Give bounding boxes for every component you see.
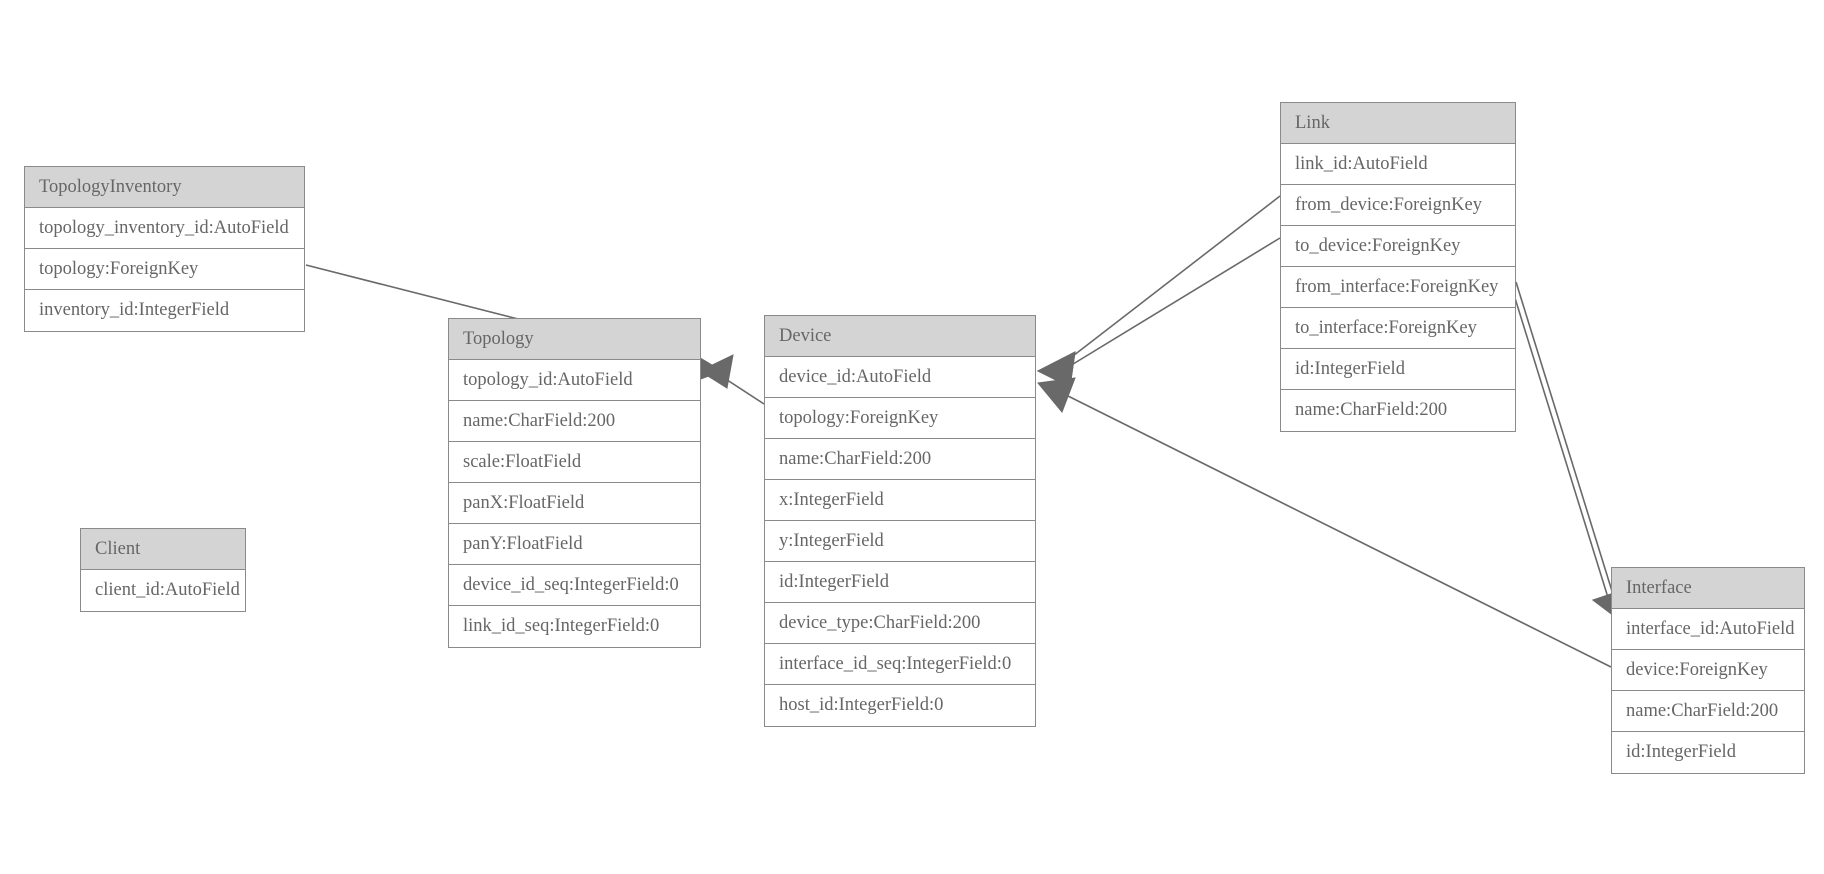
arrowhead-icon [698, 354, 734, 389]
entity-field[interactable]: device_id_seq:IntegerField:0 [449, 565, 700, 606]
entity-field[interactable]: to_interface:ForeignKey [1281, 308, 1515, 349]
entity-field[interactable]: topology_id:AutoField [449, 360, 700, 401]
entity-field[interactable]: interface_id_seq:IntegerField:0 [765, 644, 1035, 685]
relationship-device-topology [698, 354, 765, 405]
entity-field[interactable]: interface_id:AutoField [1612, 609, 1804, 650]
entity-field[interactable]: link_id:AutoField [1281, 144, 1515, 185]
arrowhead-icon [1037, 377, 1076, 413]
entity-title-topology-inventory: TopologyInventory [25, 167, 304, 208]
entity-field[interactable]: topology:ForeignKey [765, 398, 1035, 439]
relationship-link-from-interface [1515, 281, 1627, 623]
entity-field[interactable]: from_interface:ForeignKey [1281, 267, 1515, 308]
entity-field[interactable]: to_device:ForeignKey [1281, 226, 1515, 267]
entity-title-interface: Interface [1612, 568, 1804, 609]
entity-field[interactable]: link_id_seq:IntegerField:0 [449, 606, 700, 647]
entity-field[interactable]: name:CharField:200 [1281, 390, 1515, 431]
entity-field[interactable]: device_type:CharField:200 [765, 603, 1035, 644]
entity-field[interactable]: client_id:AutoField [81, 570, 245, 611]
relationship-link-to-interface [1509, 281, 1627, 623]
entity-field[interactable]: panY:FloatField [449, 524, 700, 565]
entity-title-device: Device [765, 316, 1035, 357]
arrowhead-icon [1036, 351, 1076, 388]
entity-title-link: Link [1281, 103, 1515, 144]
arrowhead-icon [1036, 351, 1076, 388]
relationship-link-from-device [1036, 195, 1281, 388]
entity-field[interactable]: id:IntegerField [1281, 349, 1515, 390]
relationship-link-to-device [1036, 237, 1281, 388]
entity-field[interactable]: name:CharField:200 [1612, 691, 1804, 732]
entity-field[interactable]: name:CharField:200 [449, 401, 700, 442]
entity-field[interactable]: topology_inventory_id:AutoField [25, 208, 304, 249]
entity-field[interactable]: inventory_id:IntegerField [25, 290, 304, 331]
entity-field[interactable]: y:IntegerField [765, 521, 1035, 562]
entity-field[interactable]: panX:FloatField [449, 483, 700, 524]
entity-title-topology: Topology [449, 319, 700, 360]
entity-field[interactable]: x:IntegerField [765, 480, 1035, 521]
entity-title-client: Client [81, 529, 245, 570]
entity-field[interactable]: device:ForeignKey [1612, 650, 1804, 691]
entity-field[interactable]: name:CharField:200 [765, 439, 1035, 480]
entity-field[interactable]: host_id:IntegerField:0 [765, 685, 1035, 726]
entity-field[interactable]: scale:FloatField [449, 442, 700, 483]
entity-field[interactable]: device_id:AutoField [765, 357, 1035, 398]
entity-field[interactable]: from_device:ForeignKey [1281, 185, 1515, 226]
entity-field[interactable]: id:IntegerField [765, 562, 1035, 603]
entity-field[interactable]: topology:ForeignKey [25, 249, 304, 290]
entity-field[interactable]: id:IntegerField [1612, 732, 1804, 773]
